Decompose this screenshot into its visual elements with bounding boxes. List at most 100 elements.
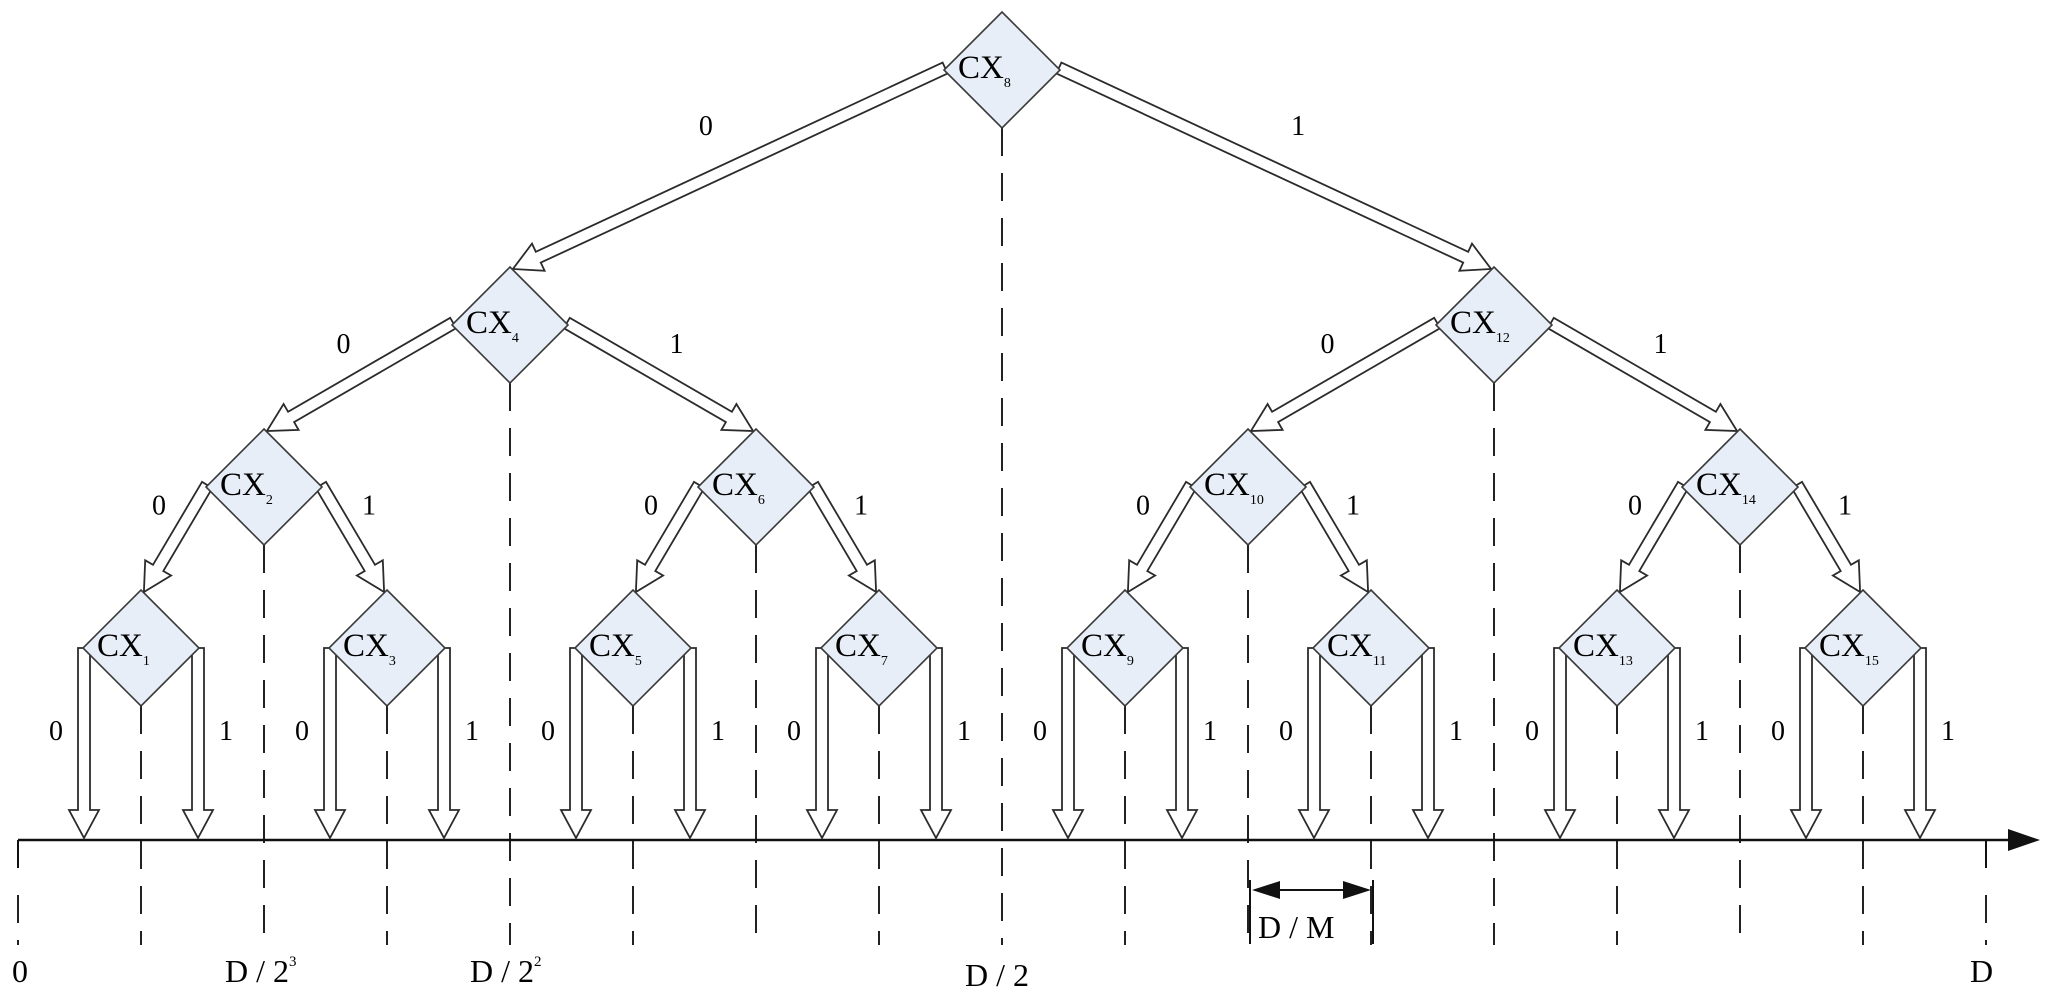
branch-label-cx6-left: 0: [644, 491, 658, 522]
branch-label-cx8-right: 1: [1291, 111, 1305, 142]
branch-label-cx1-left: 0: [49, 716, 63, 747]
d-over-m-interval-marker: D / M: [1249, 880, 1374, 945]
node-label-cx8: CX8: [958, 50, 1011, 91]
d-over-m-right-arrowhead: [1343, 881, 1371, 899]
branch-label-cx2-right: 1: [362, 491, 376, 522]
arrow-cx2-left: [142, 480, 214, 594]
arrow-cx11-left: [1297, 647, 1331, 840]
arrow-cx14-right: [1790, 480, 1862, 594]
branch-label-cx8-left: 0: [699, 111, 713, 142]
interval-guides: [17, 128, 1987, 945]
arrow-cx10-right: [1298, 480, 1370, 594]
node-cx14: CX14: [1680, 427, 1800, 547]
node-label-cx9: CX9: [1081, 628, 1134, 669]
branch-label-cx1-right: 1: [219, 716, 233, 747]
node-label-cx14: CX14: [1696, 467, 1756, 508]
branch-label-cx9-left: 0: [1033, 716, 1047, 747]
branch-label-cx15-left: 0: [1771, 716, 1785, 747]
branch-label-cx14-right: 1: [1838, 491, 1852, 522]
node-cx2: CX2: [204, 427, 324, 547]
node-cx9: CX9: [1065, 588, 1185, 708]
arrow-cx3-right: [427, 647, 461, 840]
axis-label-zero: 0: [12, 953, 28, 989]
node-label-cx5: CX5: [589, 628, 642, 669]
arrow-cx7-left: [805, 647, 839, 840]
node-diamond-cx12: [1434, 265, 1554, 385]
arrow-cx5-right: [673, 647, 707, 840]
node-cx1: CX1: [81, 588, 201, 708]
arrow-cx1-right: [181, 647, 215, 840]
branch-label-cx3-left: 0: [295, 716, 309, 747]
branch-label-cx12-right: 1: [1653, 329, 1667, 360]
arrow-cx15-left: [1789, 647, 1823, 840]
arrow-cx15-right: [1903, 647, 1937, 840]
axis-label-d-over-2-cubed: D / 23: [225, 953, 297, 989]
node-diamond-cx14: [1680, 427, 1800, 547]
node-cx5: CX5: [573, 588, 693, 708]
axis-labels: 0 D / 23 D / 22 D / 2 D D / M: [12, 880, 1993, 993]
node-label-cx11: CX11: [1327, 628, 1386, 669]
d-over-m-left-arrowhead: [1252, 881, 1280, 899]
node-label-cx6: CX6: [712, 467, 765, 508]
arrow-cx13-left: [1543, 647, 1577, 840]
branch-label-cx13-left: 0: [1525, 716, 1539, 747]
branch-label-cx6-right: 1: [854, 491, 868, 522]
node-cx6: CX6: [696, 427, 816, 547]
node-diamond-cx2: [204, 427, 324, 547]
node-cx15: CX15: [1803, 588, 1923, 708]
branch-label-cx12-left: 0: [1321, 329, 1335, 360]
arrow-cx12-left: [1249, 316, 1442, 432]
arrow-cx12-right: [1546, 316, 1739, 432]
arrow-cx5-left: [559, 647, 593, 840]
node-label-cx10: CX10: [1204, 467, 1264, 508]
arrow-cx13-right: [1657, 647, 1691, 840]
node-label-cx1: CX1: [97, 628, 150, 669]
node-diamond-cx8: [942, 10, 1062, 130]
node-diamond-cx7: [819, 588, 939, 708]
node-label-cx4: CX4: [466, 305, 519, 346]
branch-label-cx3-right: 1: [465, 716, 479, 747]
branch-label-cx14-left: 0: [1628, 491, 1642, 522]
branch-label-cx13-right: 1: [1695, 716, 1709, 747]
node-label-cx7: CX7: [835, 628, 888, 669]
node-label-cx2: CX2: [220, 467, 273, 508]
branch-label-cx15-right: 1: [1941, 716, 1955, 747]
branch-arrows: [67, 61, 1937, 840]
arrow-cx7-right: [919, 647, 953, 840]
axis-label-d-over-2: D / 2: [965, 957, 1029, 993]
branch-label-cx4-left: 0: [337, 329, 351, 360]
branch-label-cx11-left: 0: [1279, 716, 1293, 747]
node-cx10: CX10: [1188, 427, 1308, 547]
node-cx7: CX7: [819, 588, 939, 708]
branch-label-cx4-right: 1: [669, 329, 683, 360]
node-label-cx13: CX13: [1573, 628, 1633, 669]
branch-label-cx10-right: 1: [1346, 491, 1360, 522]
node-diamond-cx5: [573, 588, 693, 708]
node-cx3: CX3: [327, 588, 447, 708]
node-cx4: CX4: [450, 265, 570, 385]
node-cx11: CX11: [1311, 588, 1431, 708]
axis-arrowhead: [2008, 829, 2040, 851]
node-diamond-cx13: [1557, 588, 1677, 708]
arrow-cx4-left: [265, 316, 458, 432]
arrow-cx8-left: [511, 61, 949, 272]
arrow-cx6-right: [806, 480, 878, 594]
node-diamond-cx3: [327, 588, 447, 708]
branch-label-cx10-left: 0: [1136, 491, 1150, 522]
node-diamond-cx11: [1311, 588, 1431, 708]
axis-label-d-over-m: D / M: [1258, 909, 1334, 945]
node-diamond-cx10: [1188, 427, 1308, 547]
arrow-cx10-left: [1126, 480, 1198, 594]
arrow-cx9-right: [1165, 647, 1199, 840]
branch-label-cx7-right: 1: [957, 716, 971, 747]
interval-axis: [18, 829, 2040, 851]
branch-label-cx9-right: 1: [1203, 716, 1217, 747]
arrow-cx8-right: [1055, 61, 1493, 272]
node-diamond-cx6: [696, 427, 816, 547]
arrow-cx9-left: [1051, 647, 1085, 840]
branch-label-cx2-left: 0: [152, 491, 166, 522]
branch-label-cx7-left: 0: [787, 716, 801, 747]
